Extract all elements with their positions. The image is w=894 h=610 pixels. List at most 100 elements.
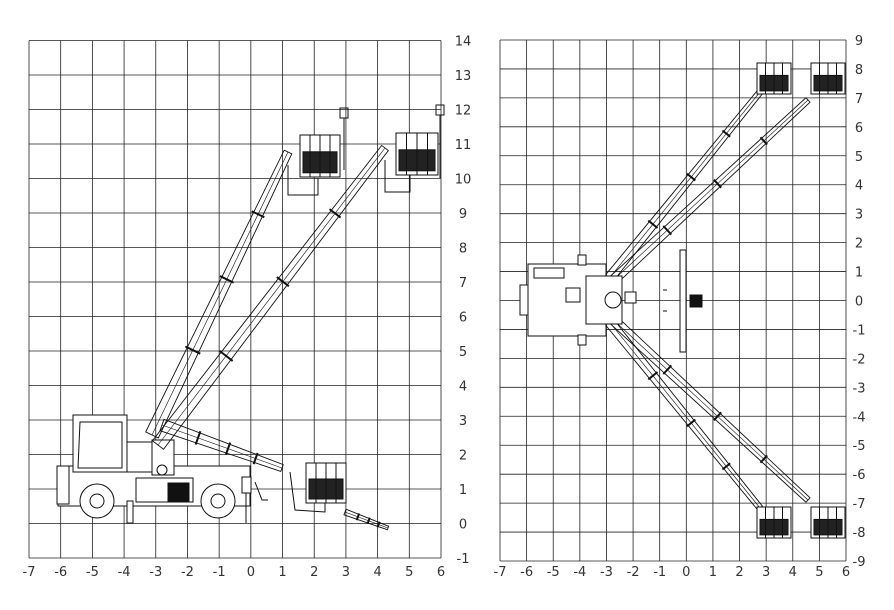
- y-tick-label: 2: [855, 237, 863, 252]
- y-tick-label: 11: [455, 138, 472, 153]
- y-tick-label: -6: [853, 468, 866, 483]
- top-truck-outrigger-bottom: [577, 334, 587, 346]
- boom-collar: [662, 364, 673, 375]
- y-tick-label: -7: [853, 497, 866, 512]
- x-tick-label: -6: [520, 565, 533, 580]
- boom-collar: [686, 418, 696, 428]
- boom-outline: [145, 149, 293, 439]
- boom-collar: [251, 210, 265, 219]
- basket-side-3: [305, 462, 347, 504]
- boom-collar: [328, 208, 342, 219]
- x-tick-label: -7: [494, 565, 507, 580]
- boom: [151, 144, 389, 450]
- y-tick-label: 10: [455, 173, 472, 188]
- x-tick-label: -5: [86, 565, 99, 580]
- y-tick-label: 5: [459, 345, 467, 360]
- x-tick-label: 0: [682, 565, 690, 580]
- y-tick-label: 12: [455, 104, 472, 119]
- y-tick-label: 0: [459, 518, 467, 533]
- front-wheel-hub: [89, 493, 105, 509]
- x-tick-label: -4: [573, 565, 586, 580]
- basket-top-1: [756, 62, 792, 95]
- top-truck-engine: [565, 287, 581, 303]
- boom-collar: [184, 345, 201, 355]
- y-tick-label: 13: [455, 69, 472, 84]
- y-tick-label: -3: [853, 381, 866, 396]
- basket-side-2: [395, 132, 439, 176]
- boom-collar: [759, 454, 768, 464]
- basket-top-3: [756, 506, 792, 539]
- boom: [159, 418, 284, 472]
- boom-collar: [355, 513, 361, 521]
- top-truck-jib: [689, 294, 703, 308]
- basket-supports: [287, 104, 445, 513]
- y-tick-label: -5: [853, 439, 866, 454]
- boom-outline: [343, 508, 390, 531]
- top-truck-cab-detail: [533, 267, 565, 279]
- boom-centerline: [151, 151, 289, 436]
- x-tick-label: -7: [23, 565, 36, 580]
- truck-bumper: [56, 465, 70, 505]
- top-truck-box: [624, 291, 637, 304]
- boom-collar: [194, 430, 202, 445]
- x-tick-label: -5: [547, 565, 560, 580]
- x-tick-label: 1: [709, 565, 717, 580]
- x-tick-label: -2: [181, 565, 194, 580]
- boom-collar: [721, 129, 731, 138]
- y-tick-label: 4: [855, 179, 863, 194]
- boom-collar: [686, 172, 696, 182]
- boom-collar: [713, 411, 722, 421]
- rear-wheel-hub: [210, 493, 226, 509]
- boom-collar: [662, 225, 673, 236]
- y-tick-label: 9: [855, 34, 863, 49]
- y-tick-label: 1: [855, 266, 863, 281]
- top-view-truck: [519, 249, 703, 353]
- y-tick-label: 3: [459, 414, 467, 429]
- x-tick-label: 0: [247, 565, 255, 580]
- boom-centerline: [344, 511, 389, 529]
- y-tick-label: -1: [457, 552, 470, 567]
- truck-cab: [72, 414, 128, 473]
- cab-window: [77, 421, 123, 469]
- outrigger-front: [126, 500, 134, 524]
- y-tick-label: -2: [853, 352, 866, 367]
- boom-centerline: [606, 313, 809, 501]
- basket-arm: [384, 160, 411, 193]
- boom-collar: [721, 462, 731, 471]
- boom: [602, 309, 811, 503]
- y-tick-label: -8: [853, 526, 866, 541]
- y-tick-label: 6: [459, 311, 467, 326]
- basket-top-4: [810, 506, 846, 539]
- baskets: [287, 62, 846, 539]
- basket-arm: [287, 165, 319, 196]
- x-tick-label: 6: [437, 565, 445, 580]
- turret-pivot: [156, 464, 168, 476]
- y-tick-label: -4: [853, 410, 866, 425]
- boom-outline: [159, 418, 284, 472]
- y-tick-label: 14: [455, 35, 472, 50]
- boom-outline: [151, 144, 389, 450]
- top-truck-pivot: [604, 291, 622, 309]
- boom: [343, 508, 390, 531]
- boom: [145, 149, 293, 439]
- outrigger-rear: [241, 476, 252, 494]
- boom-centerline: [157, 147, 386, 446]
- x-tick-label: -3: [600, 565, 613, 580]
- top-truck-rear-plate: [519, 284, 529, 316]
- battery-box: [167, 482, 190, 502]
- x-tick-label: -3: [149, 565, 162, 580]
- basket-side-1: [299, 134, 341, 178]
- y-tick-label: 9: [459, 207, 467, 222]
- y-tick-label: -9: [853, 555, 866, 570]
- storage-box: [135, 477, 194, 503]
- side-view-grid: [28, 40, 442, 559]
- x-tick-label: 4: [373, 565, 381, 580]
- control-box: [435, 104, 445, 116]
- boom-collar: [647, 371, 659, 381]
- top-truck-rear-axle: [679, 249, 687, 353]
- y-tick-label: 5: [855, 150, 863, 165]
- boom-collar: [224, 442, 232, 456]
